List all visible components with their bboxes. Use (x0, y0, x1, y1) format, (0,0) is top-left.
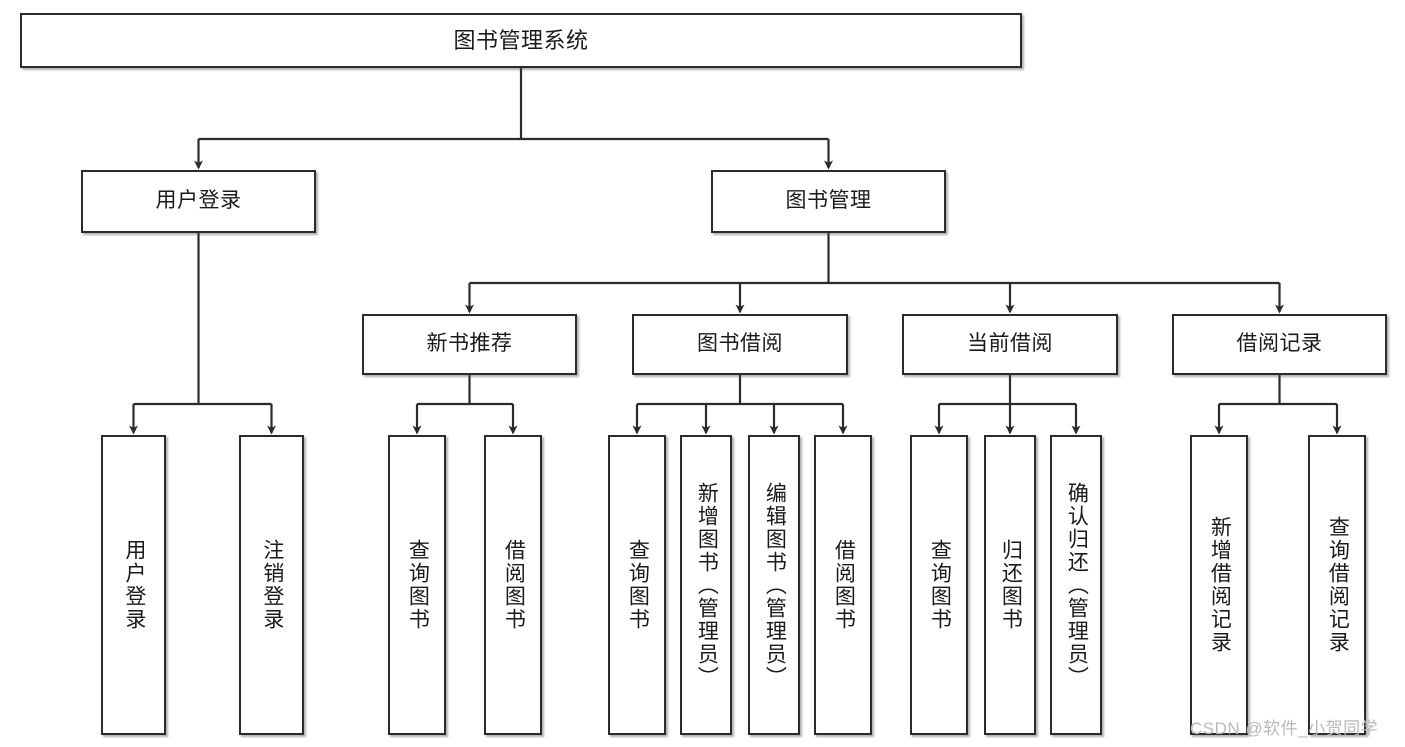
node-leaf8[interactable]: 借阅图书 (814, 435, 872, 735)
node-label: 新书推荐 (426, 332, 513, 356)
node-label: 查询图书 (928, 539, 952, 631)
node-root[interactable]: 图书管理系统 (20, 13, 1022, 68)
node-leaf5[interactable]: 查询图书 (608, 435, 666, 735)
csdn-watermark: CSDN @软件_小贺同学 (1190, 719, 1379, 738)
node-label: 归还图书 (999, 539, 1023, 631)
node-label: 借阅图书 (502, 539, 526, 631)
node-label: 图书管理系统 (453, 27, 589, 53)
node-label: 图书管理 (785, 189, 872, 213)
node-label: 查询借阅记录 (1326, 516, 1350, 654)
node-leaf6[interactable]: 新增图书（管理员） (680, 435, 732, 735)
node-l3c[interactable]: 当前借阅 (902, 314, 1118, 375)
node-label: 新增图书（管理员） (695, 481, 719, 689)
node-leaf10[interactable]: 归还图书 (984, 435, 1036, 735)
node-leaf12[interactable]: 新增借阅记录 (1190, 435, 1248, 735)
node-l3a[interactable]: 新书推荐 (362, 314, 577, 375)
node-label: 借阅图书 (832, 539, 856, 631)
node-leaf3[interactable]: 查询图书 (388, 435, 446, 735)
node-label: 图书借阅 (697, 332, 783, 356)
node-l2b[interactable]: 图书管理 (711, 170, 946, 233)
node-label: 注销登录 (260, 539, 284, 631)
node-leaf4[interactable]: 借阅图书 (484, 435, 542, 735)
node-leaf11[interactable]: 确认归还（管理员） (1050, 435, 1102, 735)
node-label: 编辑图书（管理员） (763, 481, 787, 689)
node-label: 查询图书 (626, 539, 650, 631)
node-leaf7[interactable]: 编辑图书（管理员） (748, 435, 800, 735)
node-l2a[interactable]: 用户登录 (81, 170, 316, 233)
node-label: 当前借阅 (967, 332, 1053, 356)
node-label: 用户登录 (155, 189, 242, 213)
node-leaf1[interactable]: 用户登录 (101, 435, 166, 735)
node-leaf13[interactable]: 查询借阅记录 (1308, 435, 1366, 735)
node-label: 借阅记录 (1236, 332, 1323, 356)
node-l3b[interactable]: 图书借阅 (632, 314, 848, 375)
node-label: 查询图书 (406, 539, 430, 631)
node-label: 新增借阅记录 (1208, 516, 1232, 654)
node-label: 用户登录 (122, 539, 146, 631)
node-leaf9[interactable]: 查询图书 (910, 435, 968, 735)
node-l3d[interactable]: 借阅记录 (1172, 314, 1387, 375)
node-leaf2[interactable]: 注销登录 (239, 435, 304, 735)
node-label: 确认归还（管理员） (1065, 481, 1089, 689)
